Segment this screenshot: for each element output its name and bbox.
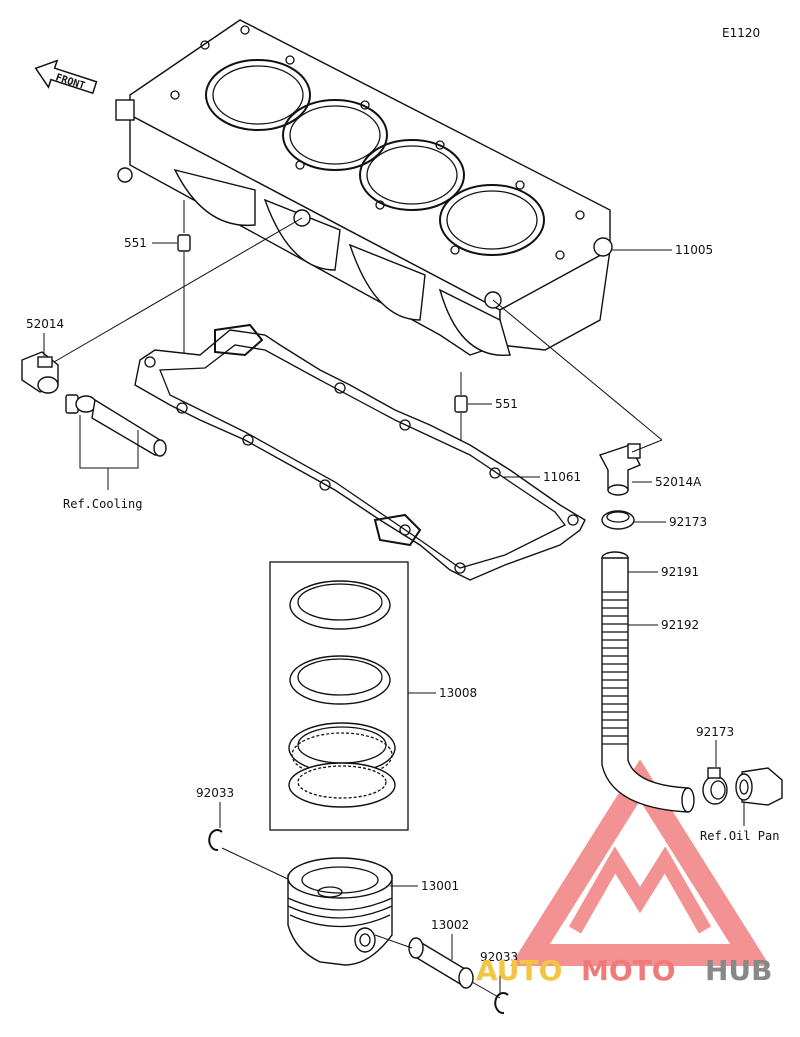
piston-rings	[288, 580, 396, 808]
label-92192: 92192	[661, 618, 699, 632]
oil-pan-fitting	[735, 767, 783, 806]
ref-oil-pan: Ref.Oil Pan	[700, 829, 779, 843]
skirt-2	[263, 198, 341, 271]
label-92173-b: 92173	[696, 725, 734, 739]
piston	[287, 857, 393, 966]
side-boss	[593, 237, 613, 257]
watermark-wordmark: AUTO MOTO HUB	[476, 954, 773, 987]
circlip-top	[208, 829, 223, 852]
label-92191: 92191	[661, 565, 699, 579]
clamp-92173-b	[702, 767, 728, 805]
dowel-pin-top	[177, 234, 191, 252]
hose-corrugation	[602, 591, 628, 745]
label-13001: 13001	[421, 879, 459, 893]
skirt-1	[173, 168, 256, 227]
ring-set-box	[269, 561, 409, 831]
bore-1	[205, 59, 311, 131]
front-arrow-icon: FRONT	[34, 59, 98, 95]
watermark-moto: MOTO	[581, 954, 676, 987]
bore-4	[439, 184, 545, 256]
watermark-auto: AUTO	[476, 954, 562, 987]
label-92033-bot: 92033	[480, 950, 518, 964]
front-boss-lower	[117, 167, 133, 183]
label-92033-top: 92033	[196, 786, 234, 800]
label-13002: 13002	[431, 918, 469, 932]
piston-pin	[408, 937, 474, 989]
label-551-mid: 551	[495, 397, 518, 411]
dowel-pin-mid	[454, 395, 468, 413]
label-92173-a: 92173	[669, 515, 707, 529]
label-52014A: 52014A	[655, 475, 702, 489]
diagram-code: E1120	[722, 26, 760, 40]
label-13008: 13008	[439, 686, 477, 700]
front-boss	[115, 99, 135, 121]
label-52014: 52014	[26, 317, 64, 331]
watermark-m-shape	[568, 846, 712, 934]
fitting-52014	[21, 351, 59, 394]
cylinder-block	[115, 19, 613, 356]
label-551-top: 551	[124, 236, 147, 250]
label-11005: 11005	[675, 243, 713, 257]
watermark-hub: HUB	[705, 954, 773, 987]
bore-3	[359, 139, 465, 211]
deck-bolt-holes	[170, 25, 585, 260]
watermark-logo	[510, 759, 770, 966]
base-gasket	[134, 323, 586, 581]
watermark-triangle	[510, 759, 770, 966]
label-11061: 11061	[543, 470, 581, 484]
breather-hose	[601, 551, 695, 813]
skirt-4	[438, 288, 511, 356]
clamp-92173-a	[601, 510, 635, 530]
ref-cooling: Ref.Cooling	[63, 497, 142, 511]
circlip-bottom	[494, 992, 509, 1015]
bore-2	[282, 99, 388, 171]
skirt-3	[348, 243, 426, 321]
cooling-hose	[65, 394, 167, 457]
